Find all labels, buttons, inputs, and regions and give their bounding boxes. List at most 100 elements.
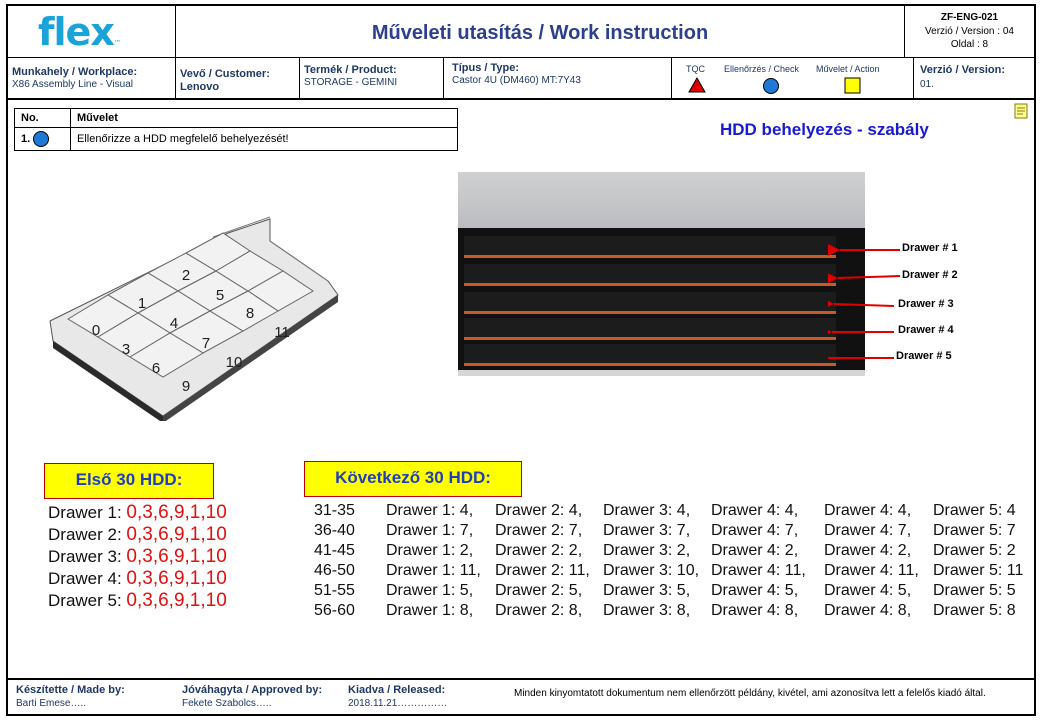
next30-cell: Drawer 4: 5,: [824, 582, 912, 599]
next30-cell: Drawer 2: 2,: [495, 542, 583, 559]
next30-cell: Drawer 1: 5,: [386, 582, 474, 599]
tray-slot-10: 10: [226, 354, 243, 371]
next30-cell: Drawer 2: 4,: [495, 502, 583, 519]
first30-row-label: Drawer 1:: [48, 503, 127, 522]
check-circle-icon: [33, 131, 50, 147]
version-value: 01.: [920, 79, 934, 90]
operations-table: No. Művelet 1. Ellenőrizze a HDD megfele…: [14, 108, 458, 151]
next30-cell: Drawer 3: 2,: [603, 542, 691, 559]
first30-row: Drawer 4: 0,3,6,9,1,10: [48, 568, 227, 590]
drawer-label-3: Drawer # 3: [898, 298, 954, 310]
flex-logo: flex™: [38, 10, 121, 54]
first30-list: Drawer 1: 0,3,6,9,1,10 Drawer 2: 0,3,6,9…: [48, 502, 227, 612]
row-text-cell: Ellenőrizze a HDD megfelelő behelyezését…: [70, 127, 458, 151]
next30-cell: Drawer 2: 11,: [495, 562, 590, 579]
next30-cell: Drawer 4: 11,: [711, 562, 806, 579]
chassis-photo: [458, 172, 865, 376]
work-instruction-sheet: flex™ Műveleti utasítás / Work instructi…: [6, 4, 1036, 716]
version-cell: Verzió / Version: 01.: [914, 58, 1034, 100]
first30-row-value: 0,3,6,9,1,10: [126, 524, 227, 545]
next30-cell: Drawer 1: 11,: [386, 562, 481, 579]
next30-cell: Drawer 5: 2: [933, 542, 1016, 559]
first30-row-label: Drawer 3:: [48, 547, 127, 566]
first30-row-label: Drawer 4:: [48, 569, 127, 588]
next30-cell: Drawer 3: 8,: [603, 602, 691, 619]
next30-cell: Drawer 1: 2,: [386, 542, 474, 559]
check-label: Ellenőrzés / Check: [724, 64, 800, 74]
next30-cell: Drawer 2: 5,: [495, 582, 583, 599]
rule-title: HDD behelyezés - szabály: [720, 120, 929, 139]
page-title: Műveleti utasítás / Work instruction: [371, 22, 709, 44]
next30-cell: Drawer 5: 7: [933, 522, 1016, 539]
next30-range: 36-40: [314, 522, 355, 539]
legend-cell: TQC Ellenőrzés / Check Művelet / Action: [672, 58, 914, 100]
next30-cell: Drawer 4: 4,: [711, 502, 799, 519]
row-number: 1.: [21, 132, 31, 145]
first30-row-value: 0,3,6,9,1,10: [126, 502, 227, 523]
next30-cell: Drawer 4: 7,: [824, 522, 912, 539]
col-op-header: Művelet: [70, 108, 458, 128]
customer-value: Lenovo: [180, 81, 220, 93]
row-no-cell: 1.: [14, 127, 71, 151]
first30-row-value: 0,3,6,9,1,10: [126, 568, 227, 589]
action-label: Művelet / Action: [816, 64, 880, 74]
hdd-tray-diagram: 0 1 2 3 4 5 6 7 8 9 10 11: [49, 216, 339, 421]
made-by-value: Barti Emese…..: [16, 698, 87, 709]
released-label: Kiadva / Released:: [348, 684, 446, 696]
next30-cell: Drawer 4: 8,: [824, 602, 912, 619]
tray-slot-1: 1: [138, 295, 146, 312]
next30-cell: Drawer 5: 11: [933, 562, 1024, 579]
next30-title: Következő 30 HDD:: [304, 461, 522, 497]
next30-range: 31-35: [314, 502, 355, 519]
table-header-row: No. Művelet: [14, 108, 458, 128]
first30-row: Drawer 5: 0,3,6,9,1,10: [48, 590, 227, 612]
next30-range: 51-55: [314, 582, 355, 599]
next30-cell: Drawer 4: 2,: [711, 542, 799, 559]
logo-cell: flex™: [8, 6, 176, 58]
type-value: Castor 4U (DM460) MT:7Y43: [452, 75, 581, 86]
doc-page: Oldal : 8: [950, 39, 989, 50]
next30-cell: Drawer 4: 7,: [711, 522, 799, 539]
released-value: 2018.11.21……………: [348, 698, 448, 709]
drawer-label-1: Drawer # 1: [902, 242, 958, 254]
next30-cell: Drawer 5: 8: [933, 602, 1016, 619]
next30-cell: Drawer 5: 5: [933, 582, 1016, 599]
tray-slot-3: 3: [122, 341, 130, 358]
next30-cell: Drawer 5: 4: [933, 502, 1016, 519]
approved-by-value: Fekete Szabolcs…..: [182, 698, 272, 709]
next30-cell: Drawer 4: 8,: [711, 602, 799, 619]
tqc-triangle-icon: [688, 77, 706, 93]
next30-range: 41-45: [314, 542, 355, 559]
first30-row: Drawer 2: 0,3,6,9,1,10: [48, 524, 227, 546]
next30-cell: Drawer 3: 7,: [603, 522, 691, 539]
type-label: Típus / Type:: [452, 62, 520, 74]
check-circle-icon: [763, 78, 779, 94]
next30-cell: Drawer 3: 10,: [603, 562, 700, 579]
next30-cell: Drawer 2: 7,: [495, 522, 583, 539]
approved-by-label: Jóváhagyta / Approved by:: [182, 684, 323, 696]
next30-cell: Drawer 1: 8,: [386, 602, 474, 619]
workplace-label: Munkahely / Workplace:: [12, 66, 138, 78]
made-by-label: Készítette / Made by:: [16, 684, 125, 696]
next30-cell: Drawer 1: 7,: [386, 522, 474, 539]
product-label: Termék / Product:: [304, 64, 397, 76]
first30-row-value: 0,3,6,9,1,10: [126, 590, 227, 611]
table-row: 1. Ellenőrizze a HDD megfelelő behelyezé…: [14, 127, 458, 151]
tray-slot-4: 4: [170, 315, 178, 332]
col-no-header: No.: [14, 108, 71, 128]
doc-id: ZF-ENG-021: [940, 12, 999, 23]
next30-cell: Drawer 4: 5,: [711, 582, 799, 599]
next30-cell: Drawer 3: 4,: [603, 502, 691, 519]
tray-slot-5: 5: [216, 287, 224, 304]
tray-slot-7: 7: [202, 335, 210, 352]
type-cell: Típus / Type: Castor 4U (DM460) MT:7Y43: [444, 58, 672, 100]
note-icon[interactable]: [1014, 103, 1028, 119]
first30-title: Első 30 HDD:: [44, 463, 214, 499]
tray-slot-11: 11: [274, 324, 290, 341]
first30-row: Drawer 1: 0,3,6,9,1,10: [48, 502, 227, 524]
next30-cell: Drawer 4: 2,: [824, 542, 912, 559]
